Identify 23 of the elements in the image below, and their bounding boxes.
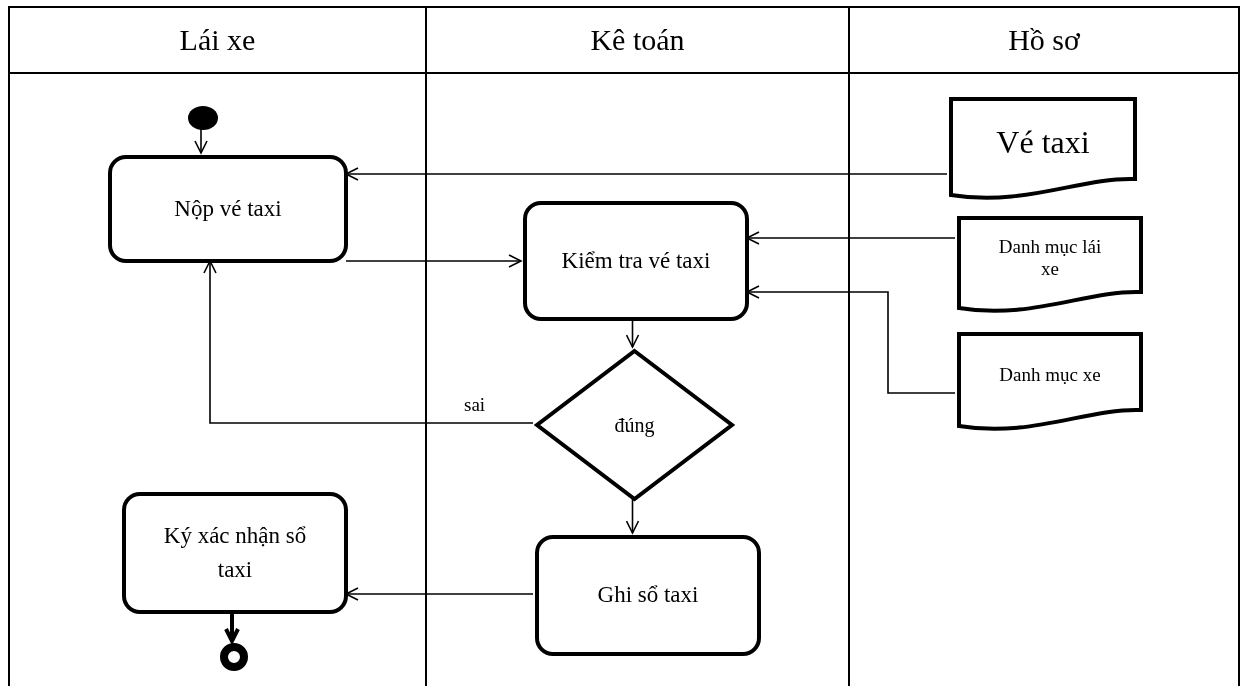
activity-box: Ghi sổ taxi [535, 535, 761, 656]
activity-box: Kiểm tra vé taxi [523, 201, 749, 321]
lane-header: Kê toán [427, 8, 848, 74]
arrow [194, 127, 208, 154]
activity-box: Ký xác nhận sổ taxi [122, 492, 348, 614]
arrow [625, 498, 640, 534]
arrow [345, 587, 534, 601]
swimlane [848, 6, 1240, 686]
swimlane [8, 6, 427, 686]
activity-box: Nộp vé taxi [108, 155, 348, 263]
arrow [746, 285, 956, 394]
document-label: Vé taxi [996, 123, 1090, 161]
arrow [345, 254, 522, 268]
decision-label: đúng [614, 413, 655, 437]
lane-header: Lái xe [10, 8, 425, 74]
document-label: Danh mục xe [999, 364, 1101, 386]
document-label: Danh mục lái xe [997, 236, 1103, 280]
lane-header: Hồ sơ [850, 8, 1238, 74]
arrow [625, 318, 640, 348]
arrow [345, 167, 948, 181]
arrow [746, 231, 956, 245]
arrow [224, 612, 240, 643]
arrow [203, 260, 534, 424]
